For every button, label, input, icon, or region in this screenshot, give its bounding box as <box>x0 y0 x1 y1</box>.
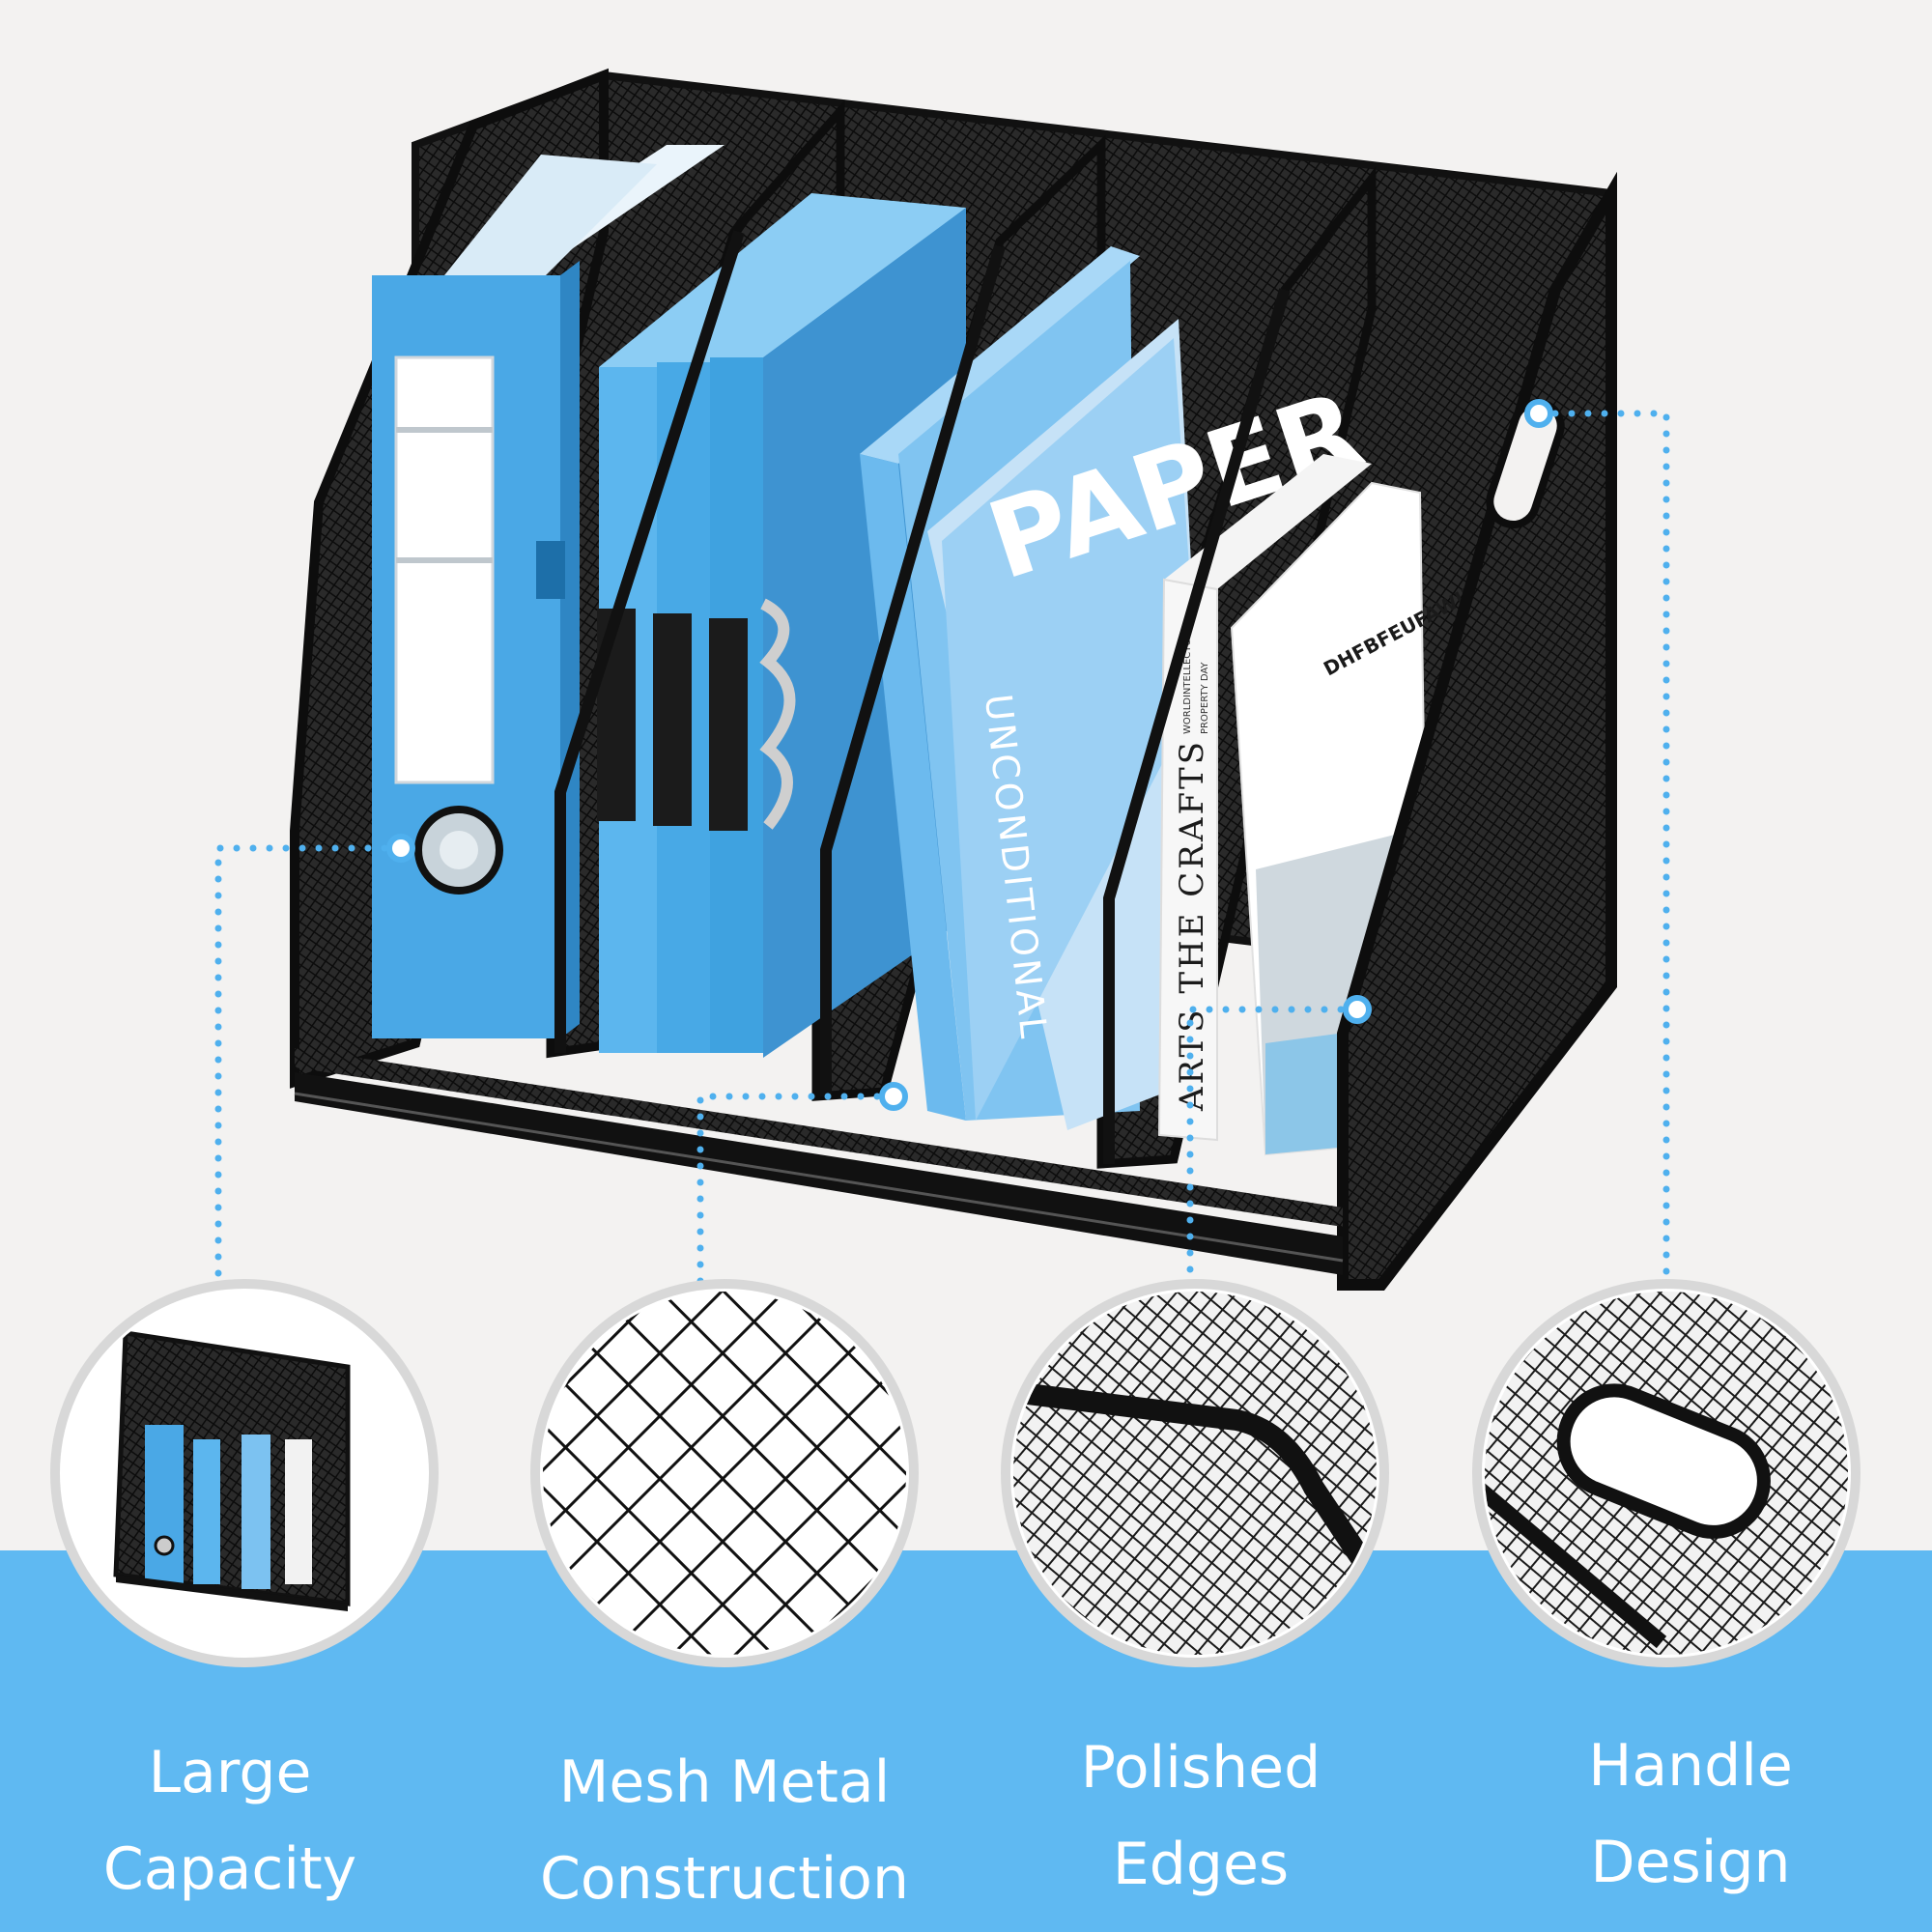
organizer-overview-icon <box>50 1279 439 1667</box>
caption-line: Capacity <box>102 1835 357 1903</box>
feature-caption-mesh-metal: Mesh Metal Construction <box>522 1734 927 1927</box>
magazines: PAPER UNCONDITIONAL <box>860 246 1377 1130</box>
caption-line: Polished <box>1080 1734 1321 1802</box>
caption-line: Construction <box>539 1845 910 1913</box>
callout-lines <box>214 410 1670 1313</box>
feature-caption-large-capacity: Large Capacity <box>27 1724 433 1918</box>
caption-line: Design <box>1590 1829 1791 1896</box>
edge-closeup-icon <box>1001 1279 1389 1667</box>
caption-line: Edges <box>1112 1831 1290 1898</box>
caption-line: Large <box>148 1739 312 1806</box>
book-spine-sub-1: WORLDINTELLECTUAL <box>1182 626 1193 734</box>
handle-closeup-icon <box>1472 1279 1861 1667</box>
feature-caption-handle-design: Handle Design <box>1488 1718 1893 1911</box>
callout-dots <box>386 399 1553 1111</box>
book-spine-sub-2: PROPERTY DAY <box>1200 662 1210 734</box>
book-spine-title: ARTS THE CRAFTS <box>1173 739 1211 1112</box>
lever-arch-binder <box>372 145 724 1038</box>
front-frame <box>294 171 1617 1291</box>
caption-line: Mesh Metal <box>558 1748 891 1816</box>
caption-line: Handle <box>1588 1732 1793 1800</box>
feature-caption-polished-edges: Polished Edges <box>998 1719 1404 1913</box>
mesh-closeup-icon <box>530 1279 919 1667</box>
